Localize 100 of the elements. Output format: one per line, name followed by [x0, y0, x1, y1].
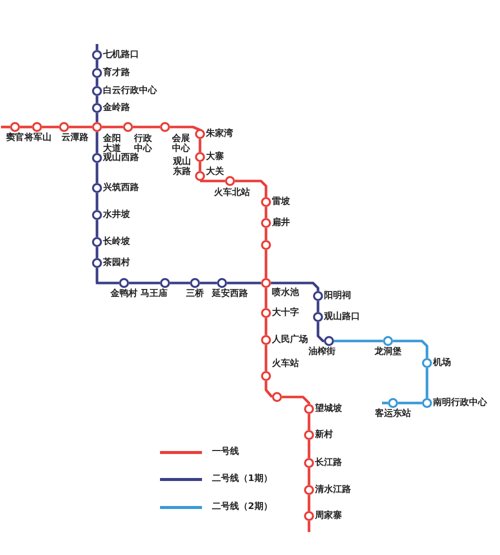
station-circle — [92, 103, 102, 113]
track-line — [96, 132, 98, 153]
station-name: 雷坡 — [272, 197, 290, 207]
station-circle — [195, 171, 205, 181]
station-circle — [92, 183, 102, 193]
station-name: 朱家湾 — [206, 129, 233, 139]
station-name: 油榨街 — [308, 347, 336, 357]
track-line — [271, 282, 320, 291]
station-circle — [304, 511, 314, 521]
station-name: 水井坡 — [103, 210, 130, 220]
station-circle — [261, 218, 271, 228]
station-circle — [32, 122, 42, 132]
station-circle — [304, 458, 314, 468]
track-line — [170, 126, 202, 132]
station-name: 马王庙 — [140, 289, 168, 299]
track-line — [235, 180, 268, 197]
track-line — [198, 162, 202, 171]
station-name: 清水江路 — [315, 485, 351, 495]
track-line — [264, 318, 268, 335]
station-circle — [261, 240, 271, 250]
station-circle — [388, 398, 398, 408]
station-name: 金阳大道 — [103, 134, 121, 154]
track-line — [198, 139, 202, 152]
track-line — [96, 163, 98, 183]
station-name: 客运东站 — [375, 409, 411, 419]
station-name: 延安西路 — [212, 289, 248, 299]
station-circle — [383, 336, 393, 346]
station-circle — [422, 398, 432, 408]
track-line — [308, 414, 310, 430]
track-line — [96, 113, 98, 122]
station-circle — [324, 336, 334, 346]
station-circle — [261, 308, 271, 318]
station-circle — [160, 278, 170, 288]
station-name: 行政中心 — [134, 134, 153, 154]
track-line — [96, 247, 98, 258]
track-line — [96, 60, 98, 68]
station-name: 三桥 — [186, 289, 204, 299]
station-name: 云潭路 — [62, 133, 88, 143]
station-name: 人民广场 — [272, 335, 308, 345]
station-name: 会展中心 — [172, 134, 191, 154]
track-line — [264, 207, 268, 218]
station-circle — [190, 278, 200, 288]
track-line — [398, 402, 422, 404]
station-circle — [92, 237, 102, 247]
station-name: 大寨 — [206, 152, 224, 162]
station-circle — [59, 122, 69, 132]
legend-label: 二号线（2期） — [212, 502, 272, 512]
station-name: 大关 — [206, 167, 224, 177]
station-circle — [261, 371, 271, 381]
track-line — [316, 301, 320, 312]
station-name: 金鸭村 — [110, 289, 138, 299]
track-line — [393, 340, 428, 358]
station-circle — [304, 404, 314, 414]
track-line — [198, 180, 225, 182]
track-line — [42, 126, 59, 128]
legend-label: 二号线（1期） — [212, 474, 272, 484]
station-circle — [304, 430, 314, 440]
track-line — [69, 126, 92, 128]
station-name: 新村 — [315, 430, 333, 440]
track-line — [96, 96, 98, 103]
station-circle — [261, 335, 271, 345]
station-circle — [261, 197, 271, 207]
station-circle — [225, 176, 235, 186]
station-name: 观山路口 — [324, 312, 360, 322]
station-name: 窦官 — [6, 133, 24, 143]
station-name: 大十字 — [272, 308, 299, 318]
station-circle — [10, 122, 20, 132]
station-circle — [92, 258, 102, 268]
track-line — [264, 288, 268, 308]
station-circle — [195, 152, 205, 162]
track-line — [96, 44, 98, 50]
station-name: 南明行政中心 — [433, 398, 487, 408]
station-name: 观山东路 — [173, 157, 192, 177]
track-line — [102, 126, 123, 128]
station-circle — [92, 50, 102, 60]
station-name: 金岭路 — [103, 103, 130, 113]
station-circle — [304, 485, 314, 495]
station-name: 育才路 — [103, 68, 130, 78]
track-line — [264, 345, 268, 371]
station-circle — [123, 122, 133, 132]
station-name: 将军山 — [24, 133, 52, 143]
track-line — [308, 521, 310, 532]
track-line — [382, 402, 388, 404]
track-line — [20, 126, 32, 128]
station-name: 火车北站 — [214, 188, 250, 198]
track-line — [170, 282, 190, 284]
legend-label: 一号线 — [212, 447, 239, 457]
station-name: 火车站 — [272, 359, 299, 369]
track-line — [96, 193, 98, 210]
track-line — [96, 268, 119, 284]
station-circle — [92, 153, 102, 163]
station-name: 喷水池 — [272, 288, 299, 298]
station-name: 阳明祠 — [324, 291, 351, 301]
track-line — [264, 250, 268, 278]
station-circle — [160, 122, 170, 132]
station-circle — [313, 312, 323, 322]
station-name: 白云行政中心 — [103, 86, 157, 96]
track-line — [282, 396, 310, 404]
track-line — [200, 282, 217, 284]
station-name: 机场 — [433, 358, 451, 368]
